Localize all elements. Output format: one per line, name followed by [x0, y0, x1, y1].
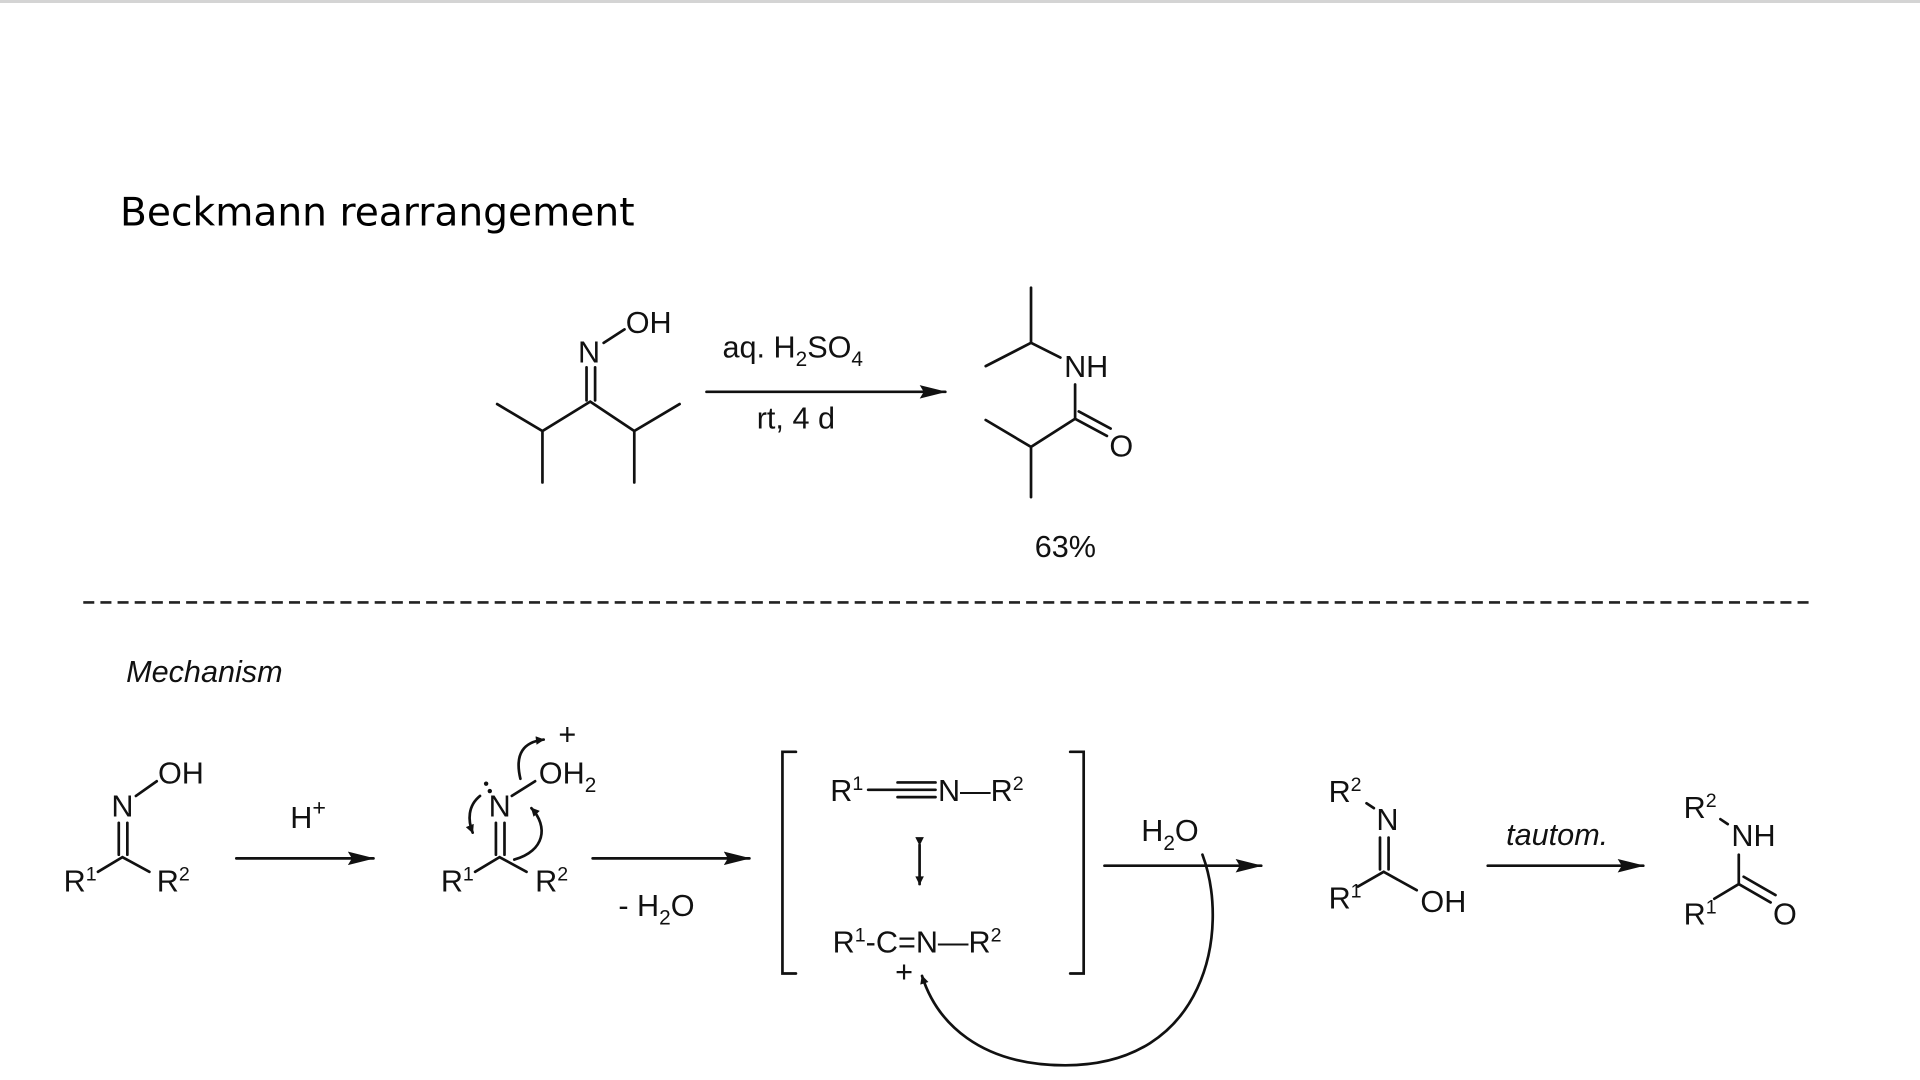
nitrilium-ion: R1: [830, 773, 863, 808]
reaction-arrow: aq. H2SO4 rt, 4 d: [705, 331, 947, 436]
svg-text:R2: R2: [1329, 774, 1362, 809]
curved-arrow-icon: [920, 853, 1214, 1067]
tautomerization-arrow: tautom.: [1486, 818, 1645, 873]
svg-text:tautom.: tautom.: [1506, 818, 1608, 852]
curved-arrow-icon: [512, 806, 543, 861]
svg-text:R1: R1: [1684, 896, 1717, 931]
svg-text:O: O: [1773, 897, 1797, 931]
svg-text:OH: OH: [158, 757, 204, 791]
svg-text:H2O: H2O: [1141, 814, 1199, 855]
mech-imidic-acid: R2 N R1 OH: [1329, 774, 1467, 919]
curved-arrow-icon: [465, 794, 482, 834]
product-amide: NH O: [984, 286, 1133, 499]
mech-oxime: N OH R1 R2: [64, 757, 204, 899]
svg-text:R1: R1: [64, 863, 97, 898]
atom-nh: NH: [1064, 350, 1108, 384]
resonance-bracket: R1 N—R2 R1-C=N—R2 +: [781, 750, 1086, 989]
atom-n: N: [578, 335, 600, 369]
svg-text:OH2: OH2: [539, 757, 597, 798]
page-title: Beckmann rearrangement: [120, 190, 635, 235]
mech-protonated-oxime: N OH2 + R1 R2: [441, 717, 596, 898]
reactant-oxime: N OH: [495, 306, 681, 484]
svg-text:R1: R1: [1329, 881, 1362, 916]
svg-text:N: N: [111, 790, 133, 824]
svg-text:NH: NH: [1731, 819, 1775, 853]
carbocation: R1-C=N—R2: [833, 925, 1002, 960]
mech-amide: R2 NH R1 O: [1684, 790, 1797, 932]
dehydration-arrow: - H2O: [591, 851, 751, 930]
yield-label: 63%: [1035, 530, 1096, 564]
mechanism-heading: Mechanism: [126, 655, 282, 689]
svg-text:R2: R2: [1684, 790, 1717, 825]
reagent-label: aq. H2SO4: [722, 331, 863, 372]
svg-text:N: N: [489, 790, 511, 824]
atom-oh: OH: [626, 306, 672, 340]
atom-o: O: [1109, 430, 1133, 464]
svg-text:R1: R1: [441, 863, 474, 898]
top-border: [0, 0, 1920, 3]
hydration-arrow: H2O: [920, 814, 1263, 1067]
svg-text:R2: R2: [535, 863, 568, 898]
svg-text:+: +: [558, 717, 576, 751]
svg-text:H+: H+: [290, 795, 326, 835]
svg-text:OH: OH: [1420, 885, 1466, 919]
svg-text:+: +: [895, 955, 913, 989]
svg-text:- H2O: - H2O: [618, 889, 694, 930]
svg-text:R2: R2: [157, 863, 190, 898]
protonation-arrow: H+: [234, 795, 375, 866]
conditions-label: rt, 4 d: [757, 402, 835, 436]
curved-arrow-icon: [517, 736, 546, 781]
svg-text:N—R2: N—R2: [938, 773, 1024, 808]
svg-text:N: N: [1376, 803, 1398, 837]
